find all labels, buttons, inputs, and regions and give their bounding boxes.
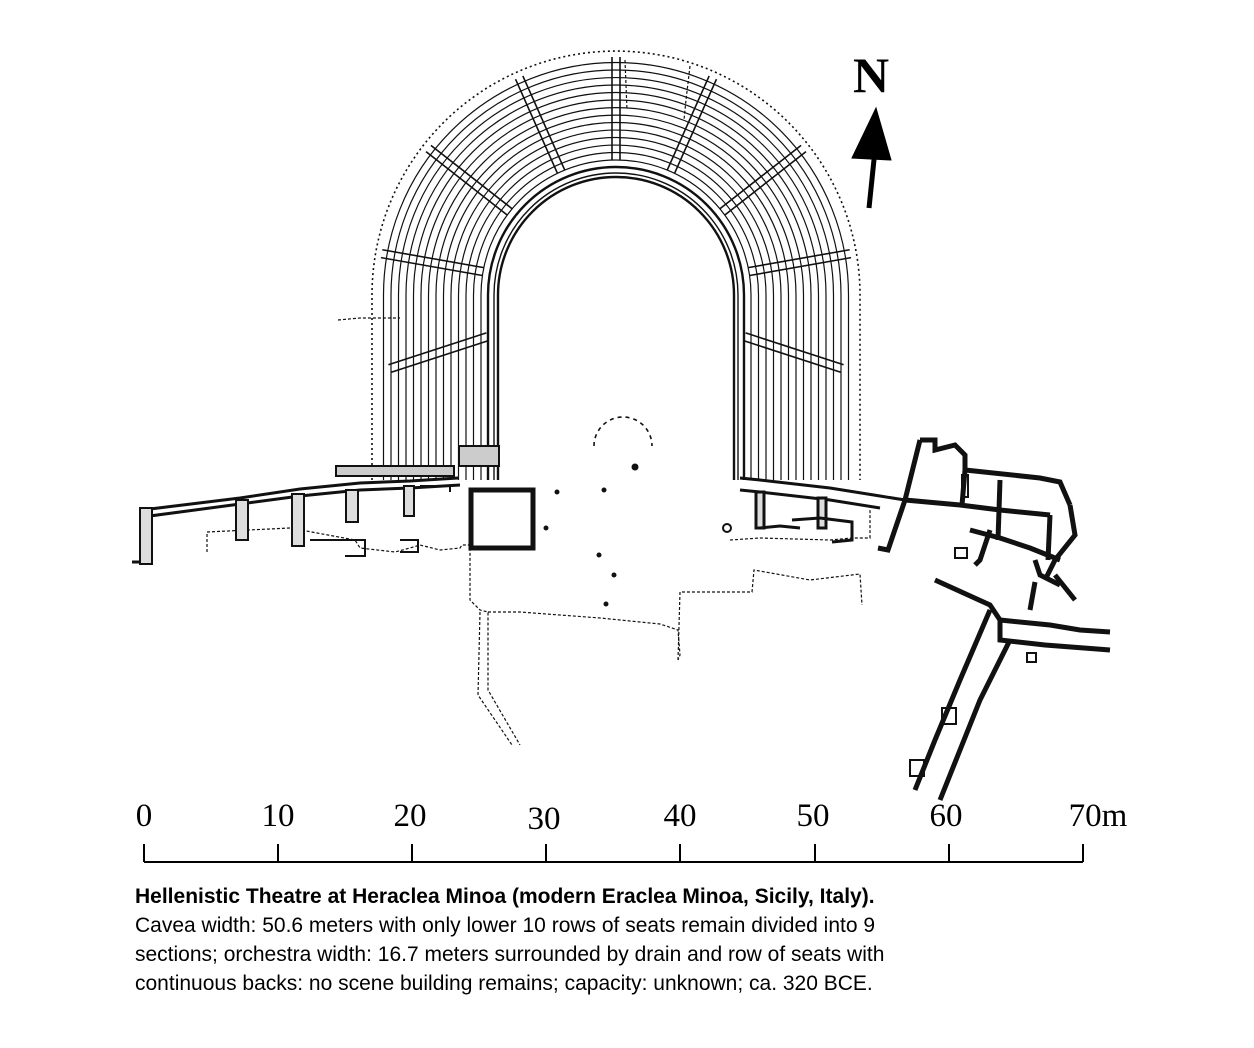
stairway-line xyxy=(430,144,513,210)
caption-title: Hellenistic Theatre at Heraclea Minoa (m… xyxy=(135,885,875,908)
scale-label-50: 50 xyxy=(796,798,830,834)
theatre-plan xyxy=(132,50,1111,863)
east-parodos xyxy=(739,476,906,544)
stairway-line xyxy=(724,150,807,216)
stairway-line xyxy=(380,256,483,277)
seat-row xyxy=(465,144,767,480)
seat-row xyxy=(457,136,775,480)
seat-row xyxy=(382,61,850,480)
stairway-line xyxy=(748,248,850,269)
orchestra-dot xyxy=(543,525,549,531)
stairway-line xyxy=(719,144,802,210)
stairway-line xyxy=(745,332,844,366)
scale-label-60: 60 xyxy=(929,798,963,834)
drain-ring xyxy=(493,172,739,480)
stairway-line xyxy=(749,256,852,277)
caption-line: Cavea width: 50.6 meters with only lower… xyxy=(135,914,876,937)
scale-label-20: 20 xyxy=(393,798,427,834)
orchestra-dot xyxy=(596,552,602,558)
orchestra-dashed-circle xyxy=(593,416,653,447)
scale-label-10: 10 xyxy=(261,798,295,834)
scale-label-0: 0 xyxy=(135,798,153,834)
stairway-line xyxy=(514,78,559,174)
north-label: N xyxy=(853,47,890,103)
scale-label-70m: 70m xyxy=(1068,798,1128,834)
orchestra-dot xyxy=(722,523,732,533)
orchestra-dot xyxy=(554,489,560,495)
caption-line: continuous backs: no scene building rema… xyxy=(135,972,873,995)
cavea xyxy=(371,50,861,480)
cavea-outer-edge xyxy=(371,50,861,480)
stairway-line xyxy=(522,75,566,171)
west-structures xyxy=(132,445,536,565)
seat-row xyxy=(480,159,752,480)
orchestra-dot xyxy=(631,463,639,471)
north-arrow xyxy=(851,106,892,209)
stairway-line xyxy=(382,248,484,269)
scale-bar xyxy=(143,844,1084,863)
caption-line: sections; orchestra width: 16.7 meters s… xyxy=(135,943,885,966)
site-outline xyxy=(206,59,871,746)
seat-row xyxy=(420,99,812,480)
orchestra-edge xyxy=(496,175,736,480)
orchestra xyxy=(543,416,732,607)
seat-row xyxy=(450,129,782,480)
seat-row xyxy=(442,121,790,480)
seat-row xyxy=(412,91,820,480)
diazoma-wall xyxy=(486,165,746,480)
seat-row xyxy=(390,69,842,480)
stairway-line xyxy=(388,332,487,366)
seat-row xyxy=(427,106,805,480)
seat-row xyxy=(472,151,760,480)
seat-row xyxy=(435,114,797,480)
scale-label-30: 30 xyxy=(527,801,561,837)
stairway-line xyxy=(742,339,842,374)
east-building xyxy=(877,437,1111,801)
stairway-line xyxy=(390,339,490,374)
seat-row xyxy=(405,84,827,480)
caption: Hellenistic Theatre at Heraclea Minoa (m… xyxy=(135,882,1135,998)
stairway-line xyxy=(425,150,508,216)
stairway-line xyxy=(673,78,718,174)
stairway-line xyxy=(666,75,710,171)
seat-row xyxy=(397,76,835,480)
orchestra-dot xyxy=(603,601,609,607)
orchestra-dot xyxy=(601,487,607,493)
orchestra-dot xyxy=(611,572,617,578)
scale-label-40: 40 xyxy=(663,798,697,834)
